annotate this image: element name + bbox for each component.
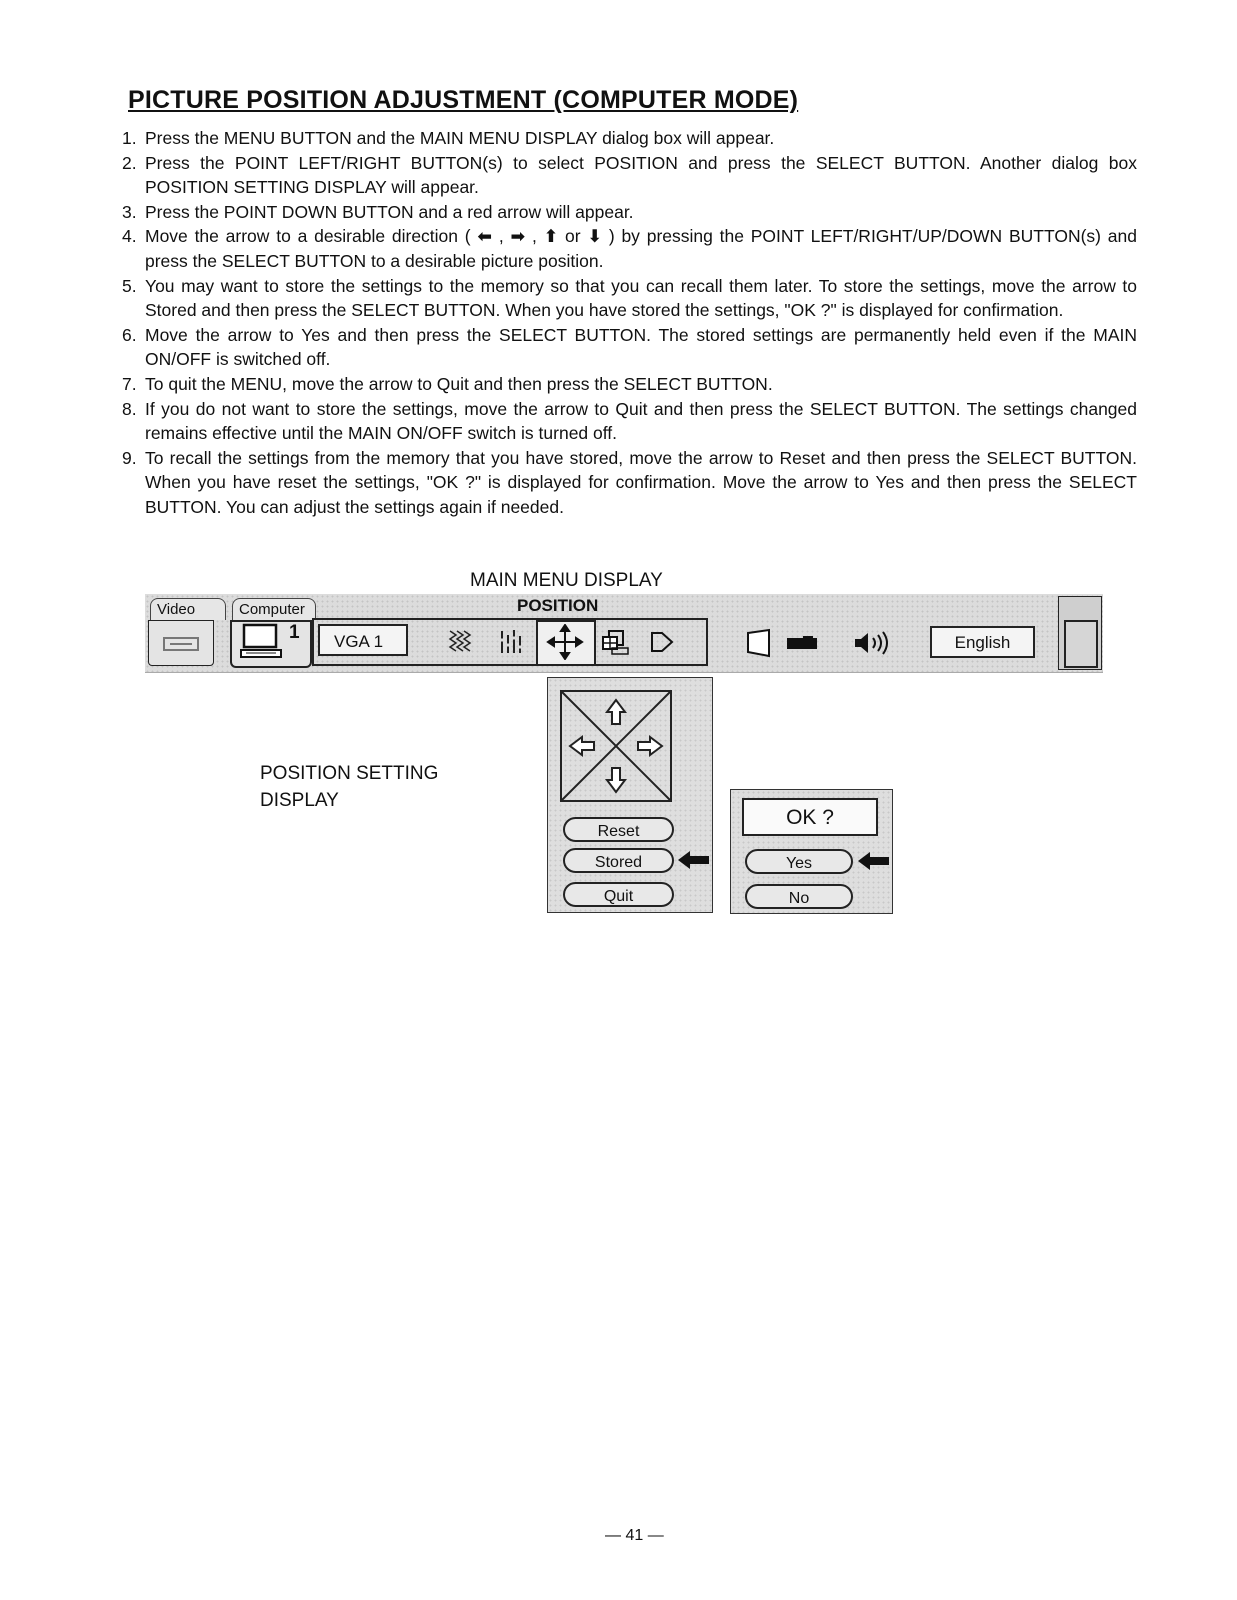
step-text-part: Move the arrow to a desirable direction …: [145, 226, 471, 247]
step-text: Press the MENU BUTTON and the MAIN MENU …: [145, 128, 775, 148]
image-adjust-icon[interactable]: [497, 627, 527, 657]
step-number: 9.: [122, 447, 137, 468]
step-text: To quit the MENU, move the arrow to Quit…: [145, 373, 773, 394]
step-text: You may want to store the settings to th…: [145, 275, 1137, 321]
position-setting-panel: [547, 677, 713, 913]
step-number: 7.: [122, 373, 137, 394]
tab-computer[interactable]: Computer: [232, 598, 316, 620]
instruction-list: 1. Press the MENU BUTTON and the MAIN MEN…: [122, 126, 1137, 520]
menu-scroll-box[interactable]: [1064, 620, 1098, 668]
computer-number: 1: [289, 622, 300, 643]
confirm-prompt: OK ?: [742, 798, 878, 836]
step-text: If you do not want to store the settings…: [145, 398, 1137, 444]
step-number: 8.: [122, 398, 137, 419]
main-menu-caption: MAIN MENU DISPLAY: [470, 570, 663, 591]
arrow-right-icon: ➡: [510, 226, 526, 247]
yes-button[interactable]: Yes: [745, 849, 853, 874]
menu-selected-title: POSITION: [517, 596, 599, 615]
pointer-arrow-icon: [858, 852, 889, 870]
menu-icon-strip: [312, 618, 708, 666]
list-item: 9. To recall the settings from the memory…: [122, 446, 1137, 520]
list-item: 1. Press the MENU BUTTON and the MAIN MEN…: [122, 126, 1137, 151]
caption-line: POSITION SETTING: [260, 763, 439, 784]
step-text-part: or: [565, 226, 581, 247]
arrow-up-icon: ⬆: [543, 226, 559, 247]
step-text: Move the arrow to a desirable direction …: [145, 226, 1137, 271]
screen-shape-icon[interactable]: [648, 630, 676, 654]
no-button[interactable]: No: [745, 884, 853, 909]
list-item: 5. You may want to store the settings to …: [122, 274, 1137, 323]
source-select[interactable]: VGA 1: [318, 624, 408, 656]
step-text: Move the arrow to Yes and then press the…: [145, 324, 1137, 370]
video-deck-icon: [163, 637, 199, 651]
list-item: 4. Move the arrow to a desirable directio…: [122, 224, 1137, 273]
page-number: — 41 —: [605, 1527, 664, 1544]
reset-button[interactable]: Reset: [563, 817, 674, 842]
list-item: 6. Move the arrow to Yes and then press t…: [122, 323, 1137, 372]
direction-pad-icon[interactable]: [560, 690, 672, 802]
step-text: Press the POINT DOWN BUTTON and a red ar…: [145, 201, 634, 222]
keystone-icon[interactable]: [745, 628, 775, 658]
speaker-volume-icon[interactable]: [852, 628, 896, 658]
list-item: 2. Press the POINT LEFT/RIGHT BUTTON(s) t…: [122, 151, 1137, 200]
caption-line: DISPLAY: [260, 790, 339, 811]
arrow-down-icon: ⬇: [587, 226, 603, 247]
step-number: 4.: [122, 226, 137, 247]
pointer-arrow-icon: [678, 851, 709, 869]
pc-adjust-icon[interactable]: [444, 627, 474, 657]
quit-button[interactable]: Quit: [563, 882, 674, 907]
step-number: 6.: [122, 324, 137, 345]
step-number: 1.: [122, 128, 137, 148]
page-heading: PICTURE POSITION ADJUSTMENT (COMPUTER MO…: [128, 86, 799, 114]
step-number: 2.: [122, 152, 137, 173]
arrow-left-icon: ⬅: [477, 226, 493, 247]
list-item: 8. If you do not want to store the settin…: [122, 397, 1137, 446]
tab-video[interactable]: Video: [150, 598, 226, 620]
step-number: 5.: [122, 275, 137, 296]
step-text: To recall the settings from the memory t…: [145, 447, 1137, 517]
screen-setting-icon[interactable]: [600, 628, 634, 656]
step-text-part: ) by pressing the POINT LEFT/RIGHT/UP/DO…: [145, 226, 1137, 271]
computer-monitor-icon: [240, 623, 282, 658]
position-move-icon: [546, 624, 584, 660]
projector-icon[interactable]: [785, 634, 821, 652]
list-item: 3. Press the POINT DOWN BUTTON and a red …: [122, 200, 1137, 225]
language-select[interactable]: English: [930, 626, 1035, 658]
position-setting-caption: POSITION SETTING DISPLAY: [260, 760, 438, 814]
step-text: Press the POINT LEFT/RIGHT BUTTON(s) to …: [145, 152, 1137, 198]
stored-button[interactable]: Stored: [563, 848, 674, 873]
list-item: 7. To quit the MENU, move the arrow to Qu…: [122, 372, 1137, 397]
step-number: 3.: [122, 201, 137, 222]
